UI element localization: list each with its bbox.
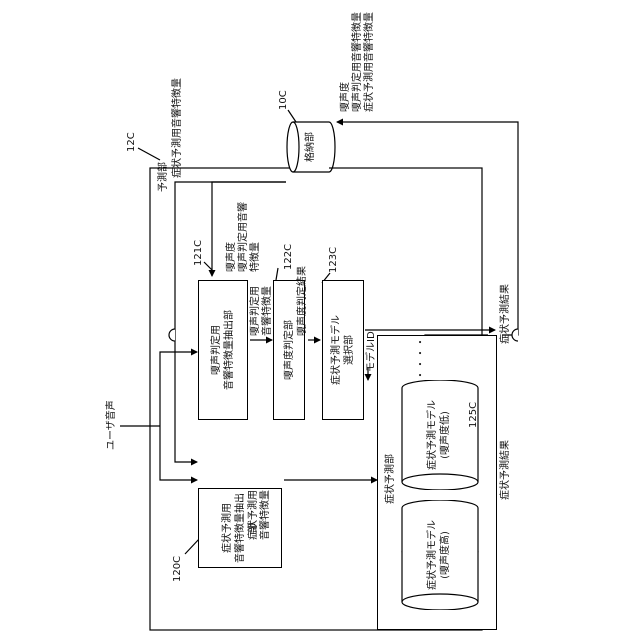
label-10c: 10C	[278, 90, 290, 110]
storage-cylinder-10c: 格納部	[286, 120, 336, 174]
storage-content-3: 症状予測用音響特徴量	[364, 12, 376, 112]
feature-extractor-121c: 嗄声判定用 音響特徴量抽出部	[210, 310, 236, 390]
ellipsis: ・・・・	[416, 336, 428, 380]
f120-output-label: 症状予測用 音響特徴量	[248, 490, 272, 540]
to-121-label: 嗄声度 嗄声判定用音響 特徴量	[226, 202, 262, 272]
hoarseness-judge-122c: 嗄声度判定部	[283, 320, 296, 380]
storage-label: 格納部	[304, 120, 317, 174]
model-high-cylinder: 症状予測モデル (嗄声度高)	[400, 500, 480, 610]
voice-to-121-line	[160, 352, 197, 426]
label-125c: 125C	[468, 402, 480, 428]
voice-to-120-line	[160, 426, 197, 480]
f121-output-label: 嗄声判定用 音響特徴量	[250, 286, 274, 336]
model-low-cylinder: 症状予測モデル (嗄声度低)	[400, 380, 480, 490]
model-selector-123c: 症状予測モデル 選択部	[330, 315, 356, 385]
models-to-storage-line-b	[337, 122, 518, 335]
modelid-label: モデルID	[366, 331, 378, 372]
line-crossing-2	[512, 329, 518, 341]
storage-content-1: 嗄声度	[340, 12, 352, 112]
line-crossing-1	[169, 329, 175, 341]
storage-content-2: 嗄声判定用音響特徴量	[352, 12, 364, 112]
model-high-label: 症状予測モデル (嗄声度高)	[426, 500, 452, 610]
label-121c: 121C	[193, 240, 205, 266]
f122-output-label: 嗄声度判定結果	[297, 266, 309, 336]
label-12c: 12C	[126, 132, 138, 152]
label-prediction-unit: 予測部	[158, 162, 170, 192]
result-bottom-label: 症状予測結果	[500, 440, 512, 500]
label-120c: 120C	[172, 556, 184, 582]
storage-contents: 嗄声度 嗄声判定用音響特徴量 症状予測用音響特徴量	[340, 12, 376, 112]
label-122c: 122C	[283, 244, 295, 270]
result-top-label: 症状予測結果	[500, 284, 512, 344]
symptom-predictor-125c: 症状予測部	[384, 454, 397, 504]
leader-12c	[138, 148, 160, 160]
label-user-voice: ユーザ音声	[106, 400, 118, 450]
model-low-label: 症状予測モデル (嗄声度低)	[426, 380, 452, 490]
storage-output-label: 症状予測用音響特徴量	[172, 78, 184, 178]
leader-122c	[276, 268, 278, 280]
label-123c: 123C	[328, 247, 340, 273]
